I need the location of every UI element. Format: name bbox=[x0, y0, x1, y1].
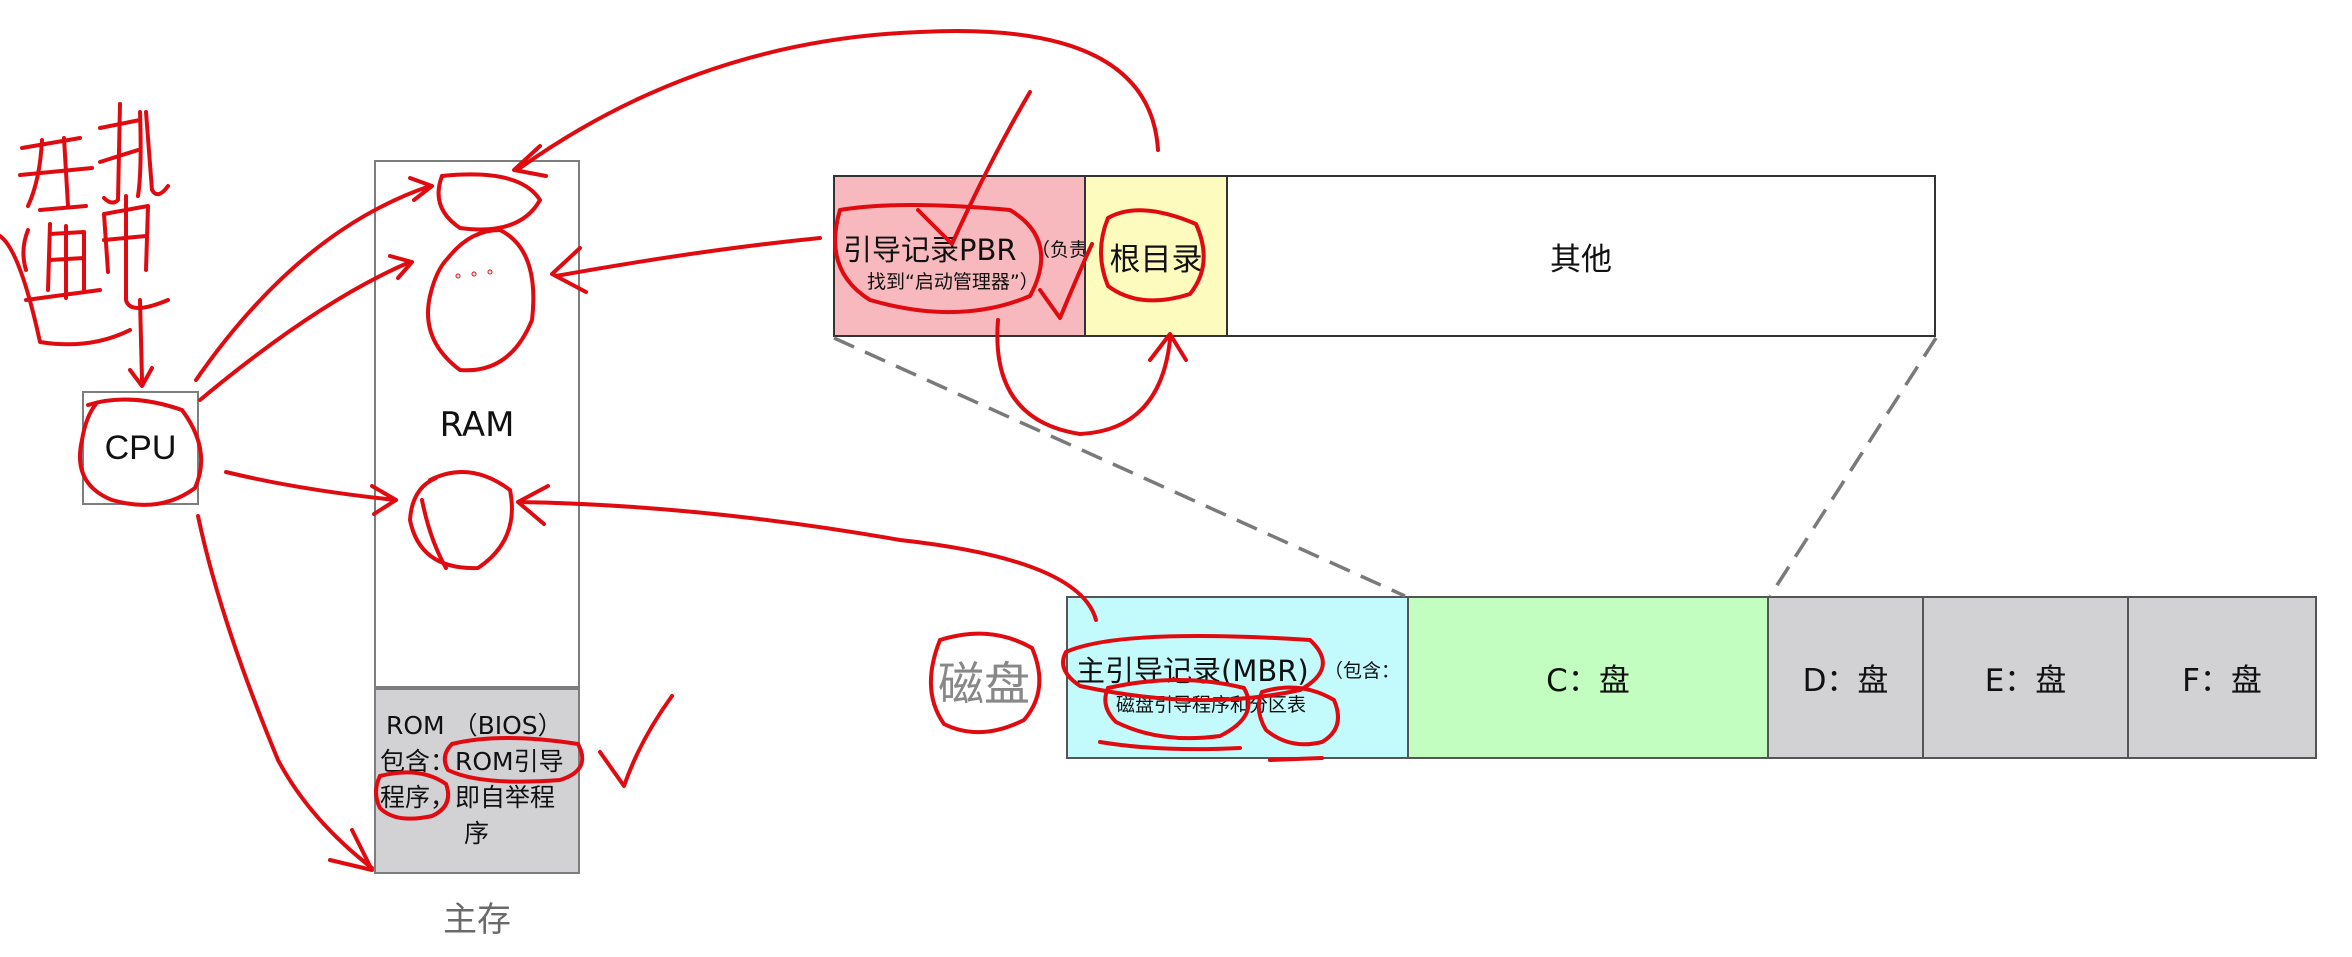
e-drive-segment: E：盘 bbox=[1922, 596, 2129, 759]
cpu-arrow-bios bbox=[196, 514, 374, 872]
rom-line-1: ROM （BIOS） bbox=[386, 711, 563, 740]
ram-dots bbox=[487, 269, 493, 275]
rom-circle-2 bbox=[374, 770, 451, 821]
cpu-circle bbox=[78, 397, 204, 507]
mbr-circle bbox=[1061, 634, 1325, 703]
disk-label: 磁盘 bbox=[938, 657, 1030, 711]
rom-circle-1 bbox=[442, 736, 585, 784]
e-drive-label: E：盘 bbox=[1984, 663, 2067, 699]
rom-box: ROM （BIOS） 包含：ROM引导 程序，即自举程 序 bbox=[374, 688, 580, 874]
mbr-circle-3 bbox=[1256, 685, 1340, 747]
mbr-circle-2 bbox=[1103, 678, 1251, 741]
pbr-note-1: （负责 bbox=[1031, 239, 1089, 261]
f-drive-label: F：盘 bbox=[2182, 663, 2262, 699]
root-arrow-to-ram bbox=[512, 29, 1160, 178]
ram-blob-mid bbox=[426, 228, 536, 373]
root-directory-segment: 根目录 bbox=[1084, 175, 1228, 337]
pbr-arrow-to-ram bbox=[550, 236, 822, 294]
pbr-label: 引导记录PBR bbox=[843, 233, 1017, 267]
d-drive-segment: D：盘 bbox=[1767, 596, 1924, 759]
rom-checkmark bbox=[598, 694, 674, 788]
main-memory-caption: 主存 bbox=[443, 900, 511, 940]
ram-dot bbox=[471, 271, 477, 277]
other-segment: 其他 bbox=[1226, 175, 1936, 337]
handwritten-power-on bbox=[0, 102, 170, 388]
pbr-note-2: 找到“启动管理器”） bbox=[867, 271, 1039, 293]
cpu-arrow-mid bbox=[198, 254, 414, 402]
root-circle bbox=[1099, 208, 1206, 303]
pbr-circle bbox=[833, 203, 1044, 315]
f-drive-segment: F：盘 bbox=[2127, 596, 2317, 759]
mbr-underline-2 bbox=[1268, 756, 1324, 762]
mbr-segment: 主引导记录(MBR) （包含： 磁盘引导程序和分区表 bbox=[1066, 596, 1409, 759]
mbr-underline-1 bbox=[1098, 740, 1242, 752]
mbr-note-1: （包含： bbox=[1324, 660, 1401, 682]
other-label: 其他 bbox=[1550, 241, 1612, 278]
cpu-arrow-top bbox=[194, 176, 434, 382]
cpu-label: CPU bbox=[104, 428, 177, 467]
pbr-check-2 bbox=[1038, 242, 1094, 320]
ram-box bbox=[374, 160, 580, 688]
ram-blob-top bbox=[436, 172, 542, 232]
cpu-arrow-rom bbox=[224, 470, 398, 516]
rom-line-4: 序 bbox=[464, 819, 490, 848]
root-directory-label: 根目录 bbox=[1109, 241, 1203, 278]
pbr-to-root-arrow bbox=[995, 318, 1188, 436]
d-drive-label: D：盘 bbox=[1802, 663, 1889, 699]
ram-blob-low bbox=[408, 470, 514, 571]
ram-dot bbox=[455, 273, 461, 279]
ram-label: RAM bbox=[439, 405, 515, 445]
zoom-connector-right bbox=[1768, 337, 1938, 597]
disk-circle bbox=[929, 631, 1042, 734]
zoom-connector-left bbox=[833, 336, 1406, 598]
pbr-check bbox=[916, 90, 1032, 246]
c-drive-segment: C：盘 bbox=[1407, 596, 1769, 759]
mbr-arrow-to-ram bbox=[516, 484, 1098, 622]
c-drive-label: C：盘 bbox=[1546, 663, 1630, 699]
rom-line-3: 程序，即自举程 bbox=[380, 783, 556, 812]
